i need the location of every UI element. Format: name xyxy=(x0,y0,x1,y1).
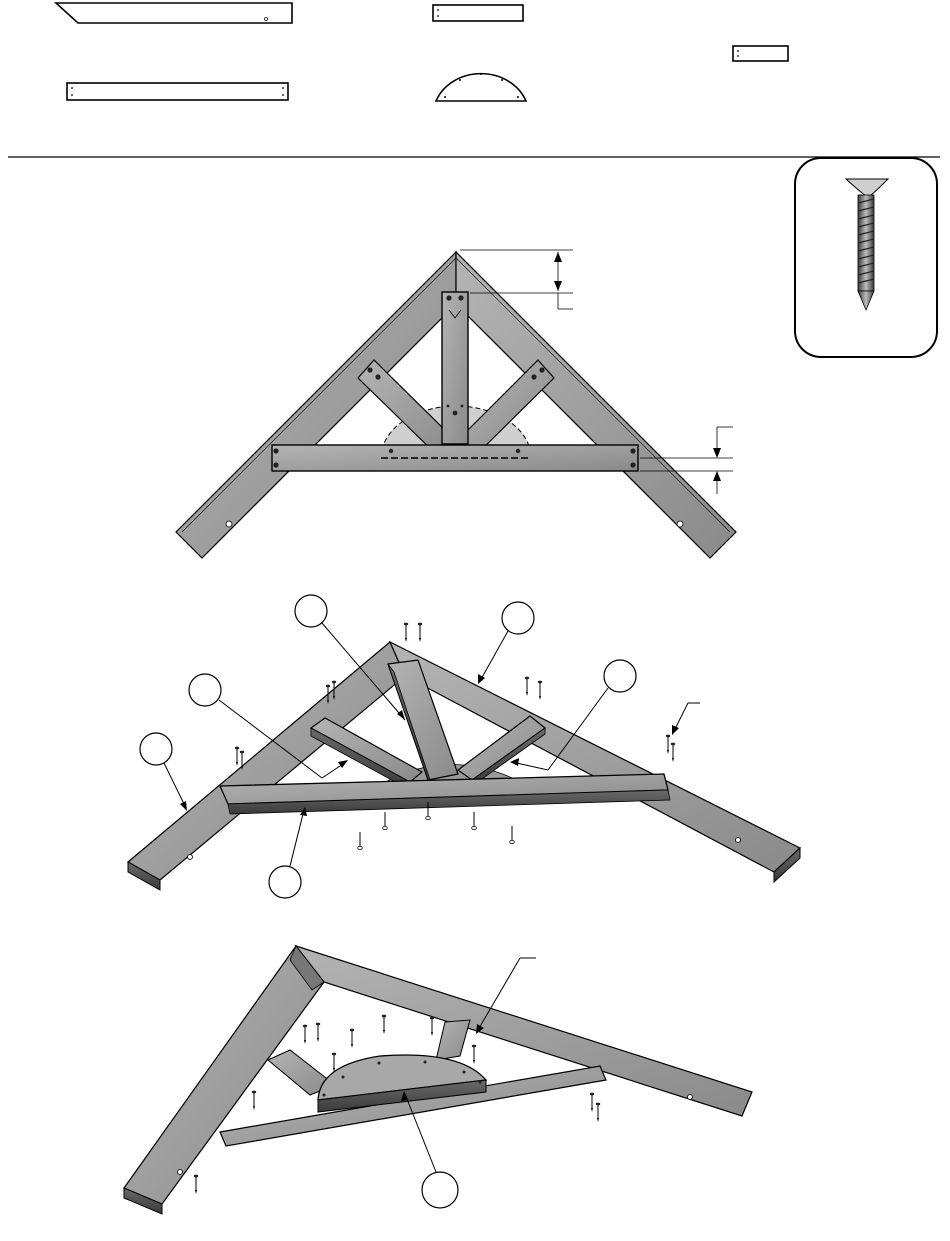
iso-left-brace xyxy=(311,718,422,782)
parts-legend xyxy=(56,3,788,101)
back-isometric xyxy=(124,946,752,1214)
king-post xyxy=(442,292,468,444)
callout-leader-screw xyxy=(672,703,700,735)
part-short-block-right xyxy=(733,46,788,61)
part-long-board xyxy=(67,83,288,100)
callout-5 xyxy=(140,733,187,811)
part-angled-board xyxy=(56,3,292,23)
part-short-block-top xyxy=(433,5,523,21)
rafter-hole-right xyxy=(677,521,683,527)
rafter-hole-left xyxy=(226,521,232,527)
callout-2 xyxy=(478,602,534,684)
fastener-box xyxy=(795,158,937,357)
callout-6 xyxy=(269,807,307,898)
front-isometric xyxy=(128,595,800,898)
front-elevation xyxy=(176,250,736,558)
part-half-round-gusset xyxy=(436,73,526,101)
